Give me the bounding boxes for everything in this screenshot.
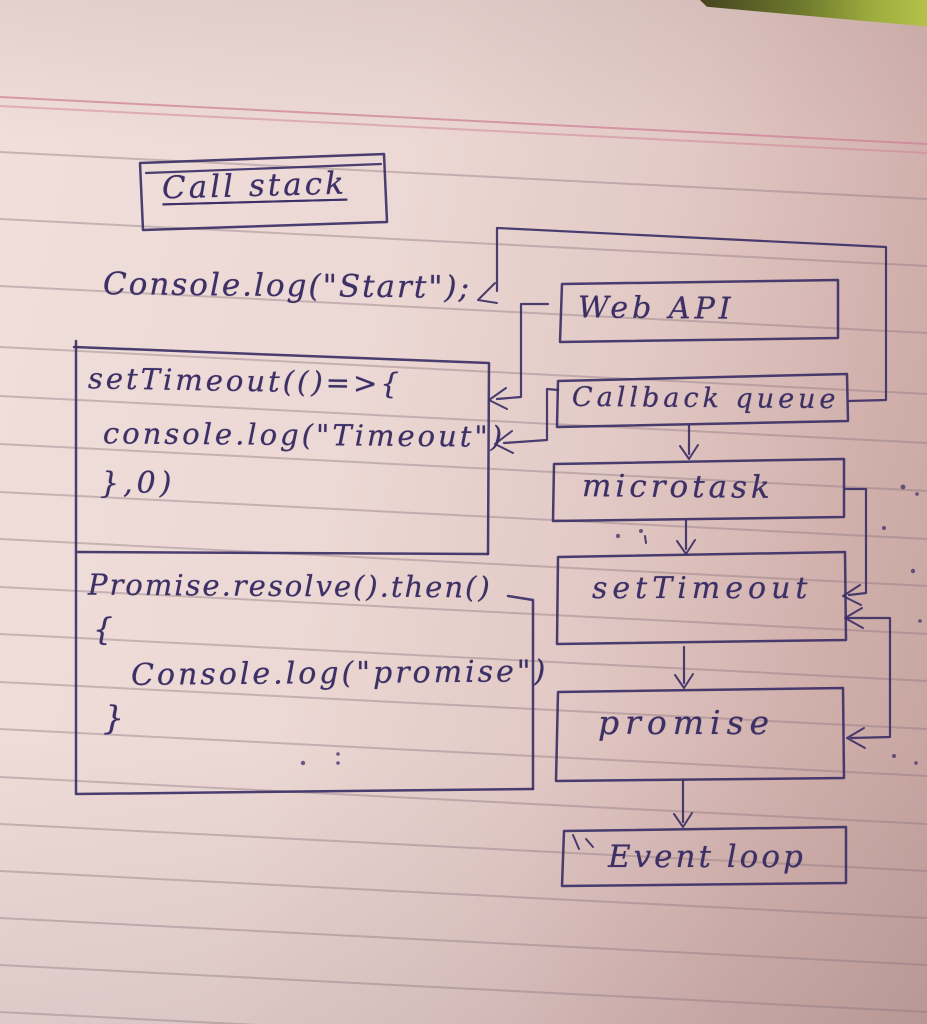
callstack-title: Call stack (161, 165, 348, 207)
arrowhead-into-microtask (679, 444, 699, 460)
settimeout-code-box-divider (76, 550, 490, 556)
pen-slip-eventloop (572, 834, 580, 850)
settimeout-promise-side-connector (846, 616, 892, 740)
ink-speck (882, 526, 886, 530)
code-line-promise-close-brace: } (103, 698, 124, 737)
arrowhead-into-settimeout (676, 539, 696, 555)
ink-speck (644, 535, 647, 544)
arrowhead-into-promise (674, 673, 694, 689)
code-line-promise-log: Console.log("promise") (130, 654, 549, 693)
microtask-label: microtask (581, 468, 774, 506)
callback-queue-box (555, 372, 850, 429)
callstack-box (138, 152, 389, 232)
ink-speck (336, 752, 340, 756)
event-loop-label: Event loop (608, 839, 806, 875)
code-line-settimeout-open: setTimeout(()=>{ (87, 361, 403, 401)
settimeout-label: setTimeout (592, 571, 813, 606)
ink-speck (918, 619, 922, 623)
code-line-promise-then: Promise.resolve().then() (87, 567, 492, 605)
settimeout-code-box-top-right (72, 345, 491, 556)
web-api-label: Web API (577, 290, 735, 327)
pen-slip-eventloop-2 (585, 838, 594, 848)
callstack-box-double-stroke (144, 162, 383, 175)
code-line-settimeout-close: },0) (100, 466, 176, 501)
arrowhead-side-into-promise (846, 727, 866, 749)
arrowhead-loop-into-settimeout (842, 584, 862, 606)
ink-speck (910, 568, 916, 574)
callback-queue-label: Callback queue (571, 381, 840, 416)
promise-code-box-right (506, 594, 535, 791)
ink-speck (914, 761, 918, 765)
arrowhead-side-into-settimeout (844, 607, 864, 629)
ink-speck (639, 529, 643, 533)
settimeout-box (555, 550, 848, 646)
ink-speck (900, 484, 906, 490)
webapi-to-settimeout-code-connector (495, 302, 550, 401)
code-container-left-bottom (74, 339, 535, 796)
microtask-to-settimeout-loop-connector (843, 487, 868, 597)
arrowhead-into-timeout-line (494, 430, 514, 454)
ink-speck (336, 761, 340, 765)
code-line-promise-open-brace: { (93, 612, 113, 648)
event-loop-box (560, 825, 848, 888)
promise-box (554, 686, 846, 783)
code-line-start: Console.log("Start"); (102, 266, 472, 306)
arrowhead-into-eventloop (673, 812, 693, 828)
callbackqueue-to-timeout-line-connector (502, 387, 560, 445)
ink-speck (300, 760, 306, 766)
promise-label: promise (598, 703, 776, 742)
microtask-box (551, 457, 846, 523)
ink-speck (615, 533, 621, 539)
ink-speck (892, 754, 896, 758)
web-api-box (558, 278, 840, 344)
ink-speck (915, 492, 919, 496)
arrowhead-into-start-line (477, 282, 498, 304)
code-line-timeout-log: console.log("Timeout") (102, 416, 506, 454)
arrowhead-into-settimeout-code (488, 387, 508, 410)
stack-to-callbackqueue-connector (495, 226, 888, 403)
